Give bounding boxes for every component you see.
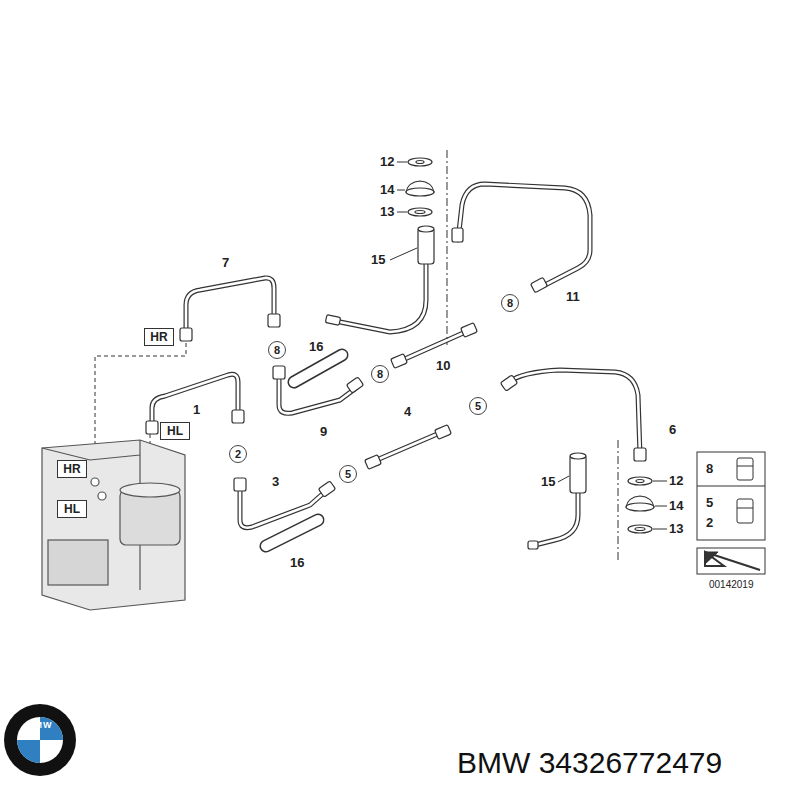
callout-circle: 8 <box>268 341 286 359</box>
callout-number: 1 <box>193 403 200 417</box>
callout-number: 16 <box>290 556 304 570</box>
fitting-table <box>697 452 765 574</box>
callout-number: 14 <box>669 499 683 513</box>
callout-number: 15 <box>541 475 555 489</box>
pipe-fill <box>152 184 640 545</box>
callout-circle: 5 <box>469 397 487 415</box>
node-text: 8 <box>274 345 280 356</box>
callout-number: 12 <box>380 155 394 169</box>
leader-line <box>390 162 667 529</box>
node-text: HL <box>167 425 183 437</box>
callout-circle: 5 <box>339 465 357 483</box>
node-text: 8 <box>507 298 513 309</box>
callout-circle: 8 <box>501 294 519 312</box>
pipe-fitting <box>146 228 646 497</box>
brake-hose <box>325 226 586 549</box>
abs-unit <box>42 440 185 610</box>
logo-text: BMW <box>27 721 53 731</box>
callout-number: 13 <box>669 522 683 536</box>
position-tag: HL <box>57 500 87 518</box>
callout-number: 8 <box>706 462 713 476</box>
node-text: 5 <box>345 469 351 480</box>
callout-number: 5 <box>706 496 713 510</box>
node-text: 5 <box>475 401 481 412</box>
part-number: BMW 34326772479 <box>457 746 722 779</box>
bmw-logo <box>4 704 76 776</box>
node-text: 8 <box>377 369 383 380</box>
callout-number: 4 <box>404 405 411 419</box>
node-text: HL <box>64 503 80 515</box>
node-text: 2 <box>235 449 241 460</box>
callout-number: 15 <box>371 253 385 267</box>
position-tag: HR <box>144 328 174 346</box>
position-tag: HR <box>57 460 87 478</box>
sleeve <box>266 355 342 546</box>
axis-line <box>95 150 618 560</box>
node-text: HR <box>63 463 80 475</box>
callout-circle: 2 <box>229 445 247 463</box>
callout-number: 9 <box>320 425 327 439</box>
pipe-outline <box>152 184 640 545</box>
callout-number: 3 <box>272 475 279 489</box>
callout-number: 10 <box>436 359 450 373</box>
callout-number: 14 <box>380 183 394 197</box>
node-text: HR <box>150 331 167 343</box>
callout-number: 16 <box>309 340 323 354</box>
callout-number: 2 <box>706 516 713 530</box>
callout-number: 7 <box>222 256 229 270</box>
grommet <box>406 158 654 533</box>
callout-circle: 8 <box>371 365 389 383</box>
callout-number: 13 <box>380 205 394 219</box>
callout-number: 11 <box>566 290 580 304</box>
callout-number: 12 <box>669 474 683 488</box>
drawing-number: 00142019 <box>709 579 754 590</box>
callout-number: 6 <box>669 423 676 437</box>
position-tag: HL <box>160 422 190 440</box>
